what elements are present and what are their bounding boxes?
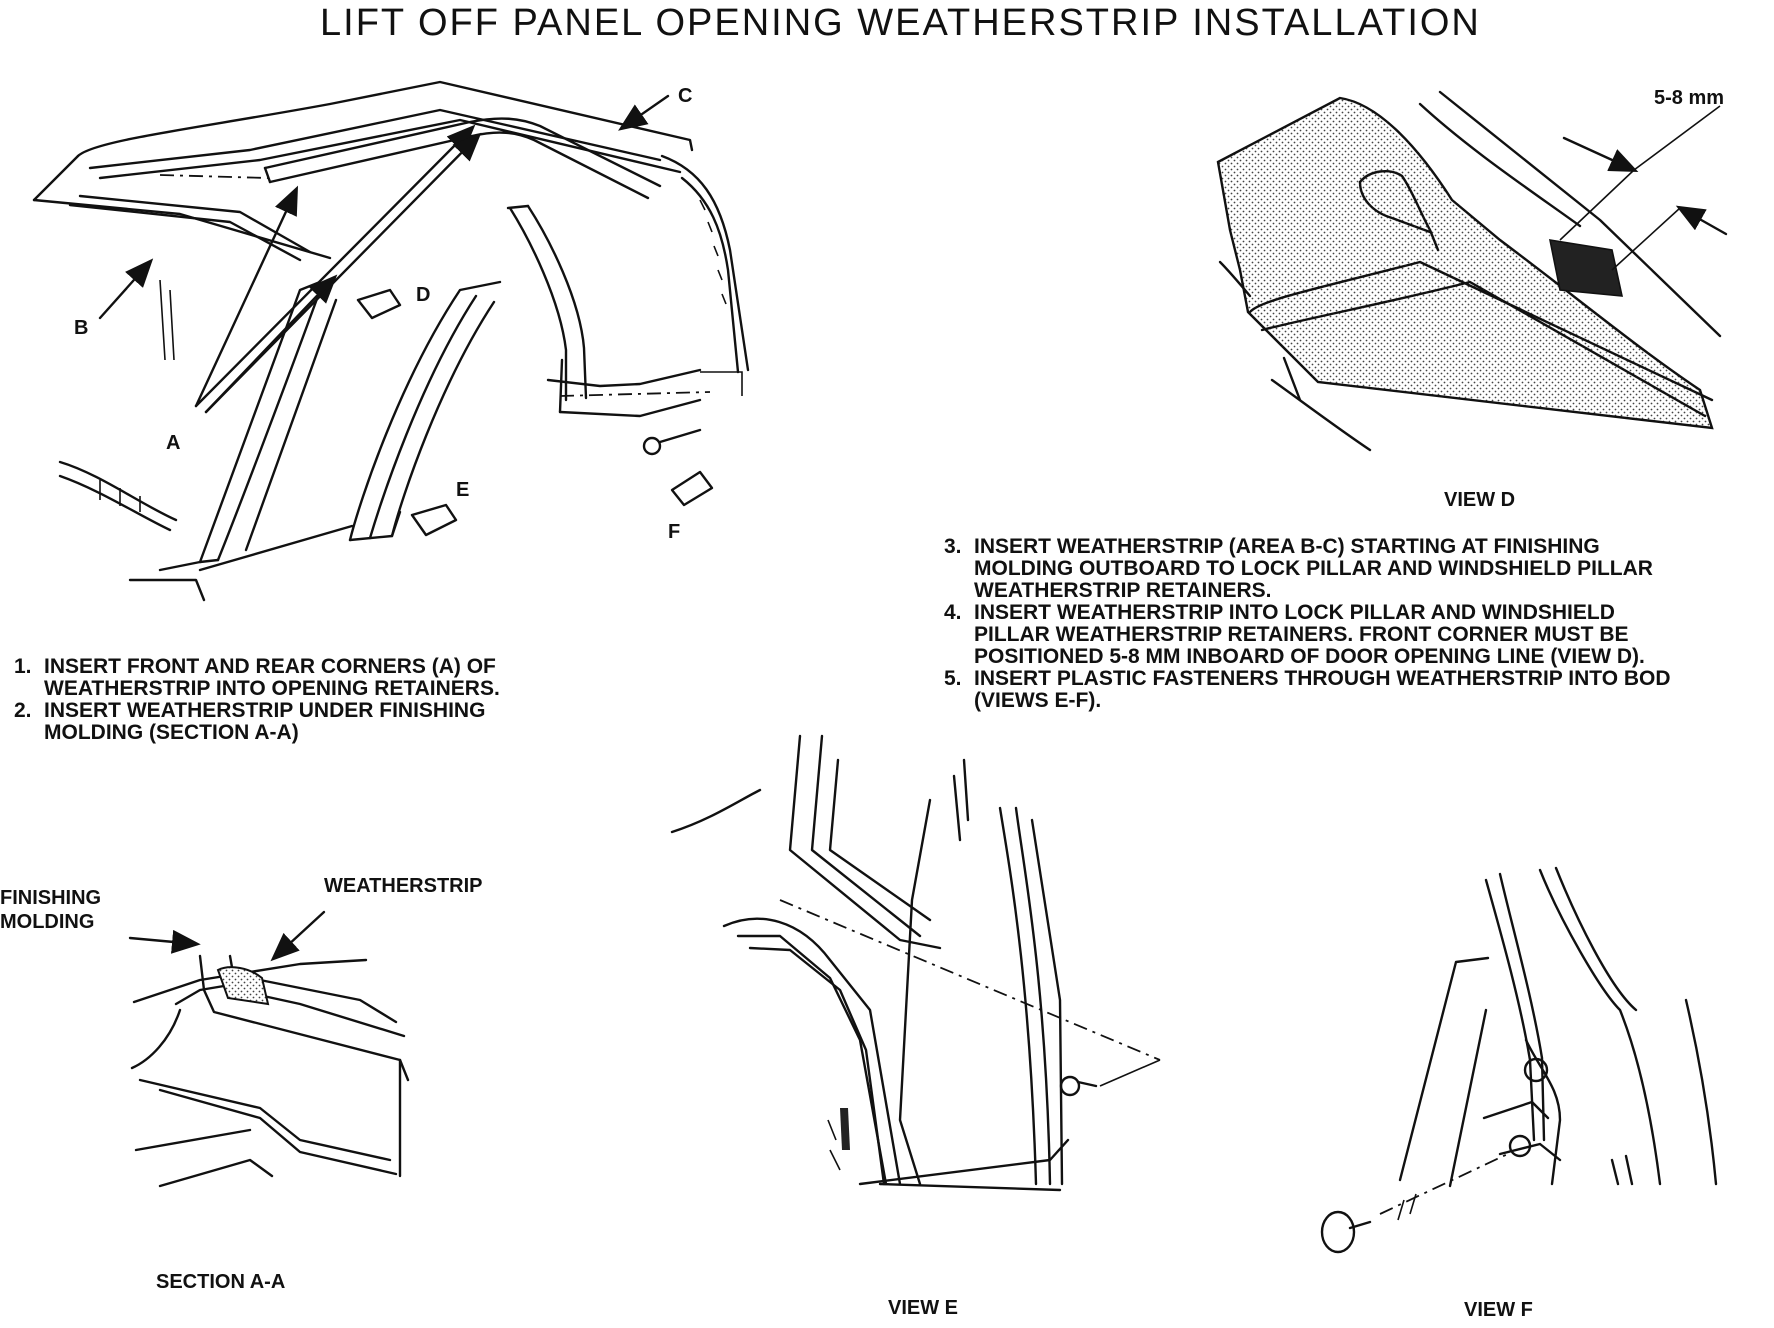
instruction-number: 1. — [14, 655, 32, 678]
instructions-left: 1. INSERT FRONT AND REAR CORNERS (A) OF W… — [14, 655, 500, 744]
instruction-4: 4. INSERT WEATHERSTRIP INTO LOCK PILLAR A… — [944, 602, 1671, 668]
instruction-number: 3. — [944, 535, 962, 558]
view-f-drawing — [1320, 866, 1718, 1254]
instruction-line: POSITIONED 5-8 MM INBOARD OF DOOR OPENIN… — [974, 645, 1645, 669]
callout-d: D — [416, 284, 431, 306]
instruction-line: WEATHERSTRIP INTO OPENING RETAINERS. — [44, 677, 500, 701]
instructions-right: 3. INSERT WEATHERSTRIP (AREA B-C) STARTIN… — [944, 535, 1671, 712]
instruction-line: INSERT PLASTIC FASTENERS THROUGH WEATHER… — [974, 667, 1671, 691]
callout-b: B — [74, 317, 89, 339]
view-d-drawing — [1216, 90, 1728, 452]
view-d-caption: VIEW D — [1444, 489, 1516, 511]
dimension-label: 5-8 mm — [1654, 87, 1725, 109]
callout-e: E — [456, 479, 470, 501]
instruction-line: MOLDING OUTBOARD TO LOCK PILLAR AND WIND… — [974, 557, 1653, 581]
instruction-line: (VIEWS E-F). — [974, 689, 1102, 713]
view-f-caption: VIEW F — [1464, 1299, 1533, 1321]
instruction-line: INSERT WEATHERSTRIP (AREA B-C) STARTING … — [974, 535, 1600, 558]
section-aa-drawing — [128, 910, 410, 1188]
instruction-number: 5. — [944, 667, 962, 691]
instruction-line: MOLDING (SECTION A-A) — [44, 721, 299, 745]
instruction-5: 5. INSERT PLASTIC FASTENERS THROUGH WEATH… — [944, 668, 1671, 712]
view-e-drawing — [670, 734, 1161, 1192]
instruction-number: 4. — [944, 601, 962, 625]
instruction-line: INSERT WEATHERSTRIP INTO LOCK PILLAR AND… — [974, 601, 1615, 625]
instruction-line: PILLAR WEATHERSTRIP RETAINERS. FRONT COR… — [974, 623, 1629, 647]
instruction-3: 3. INSERT WEATHERSTRIP (AREA B-C) STARTIN… — [944, 535, 1671, 603]
weatherstrip-label: WEATHERSTRIP — [324, 875, 483, 897]
finishing-molding-line-2: MOLDING — [0, 911, 95, 933]
main-roof-drawing — [32, 80, 750, 602]
instruction-number: 2. — [14, 699, 32, 723]
callout-a: A — [166, 432, 181, 454]
view-e-caption: VIEW E — [888, 1297, 959, 1319]
finishing-molding-label: FINISHING MOLDING — [0, 886, 101, 934]
callout-f: F — [668, 521, 681, 543]
instruction-1: 1. INSERT FRONT AND REAR CORNERS (A) OF W… — [14, 655, 500, 701]
instruction-line: INSERT FRONT AND REAR CORNERS (A) OF — [44, 655, 496, 678]
section-aa-caption: SECTION A-A — [156, 1271, 286, 1293]
instruction-2: 2. INSERT WEATHERSTRIP UNDER FINISHING MO… — [14, 700, 500, 744]
finishing-molding-line-1: FINISHING — [0, 887, 102, 909]
callout-c: C — [678, 85, 693, 107]
instruction-line: WEATHERSTRIP RETAINERS. — [974, 579, 1272, 603]
instruction-line: INSERT WEATHERSTRIP UNDER FINISHING — [44, 699, 486, 723]
page-title: LIFT OFF PANEL OPENING WEATHERSTRIP INST… — [320, 2, 1481, 44]
